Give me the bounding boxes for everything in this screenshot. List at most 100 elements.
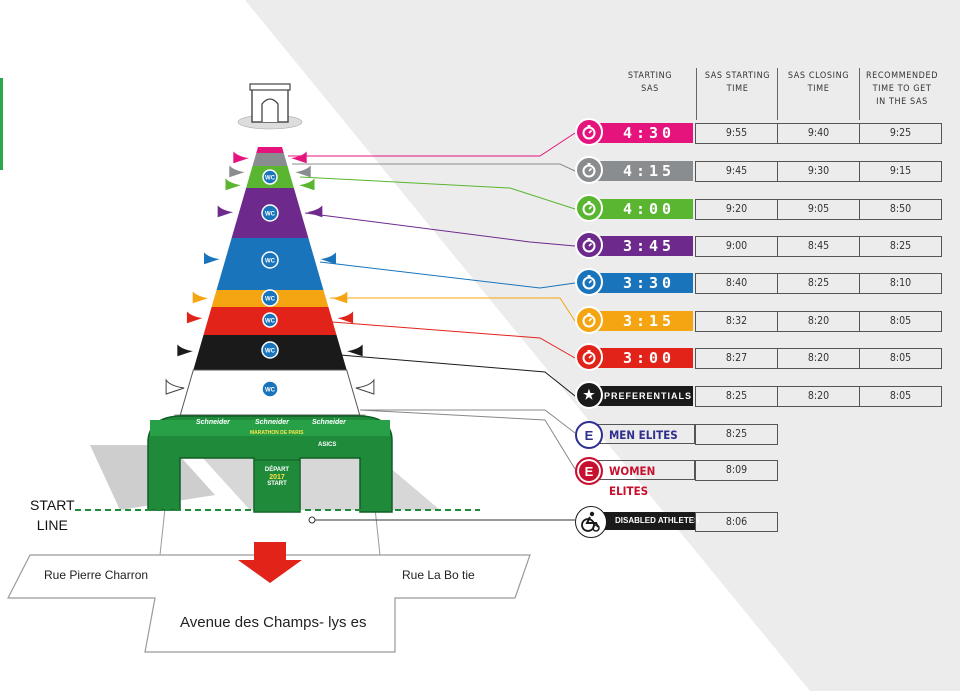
arch-center-line3: START (267, 481, 287, 487)
stopwatch-icon (575, 194, 603, 222)
sas-closing-time: 8:45 (778, 237, 860, 256)
wc-icon (262, 169, 278, 185)
street-left: Rue Pierre Charron (44, 568, 149, 582)
connector-line (304, 212, 576, 247)
entry-arrow-icon (329, 288, 349, 305)
entry-arrow-icon (185, 308, 205, 325)
wc-icon (261, 341, 279, 359)
entry-arrow-icon (289, 148, 308, 165)
stopwatch-icon (575, 343, 603, 371)
wc-label: WC (265, 297, 276, 303)
start-arch (147, 415, 393, 513)
connector-line (331, 321, 576, 359)
start-line-label-2: LINE (36, 517, 68, 533)
wc-label: WC (265, 388, 276, 394)
direction-arrow-icon (238, 542, 302, 583)
arch-brand-left: Schneider (196, 419, 230, 426)
header-sas-starting-time-1: SAS STARTING (704, 71, 771, 81)
men-elites-badge-icon: E (575, 421, 603, 449)
street-right: Rue La Bo tie (402, 568, 475, 582)
sas-label: 3:00 (587, 348, 693, 368)
connector-line (330, 297, 576, 322)
connector-line (359, 409, 576, 470)
sas-label: 3:15 (587, 311, 693, 331)
entry-arrow-icon (176, 341, 195, 358)
sas-closing-time: 9:05 (778, 200, 860, 219)
sas-start-time: 8:32 (696, 312, 778, 331)
sas-label: PREFERENTIALS (587, 386, 693, 406)
sas-start-time: 8:27 (696, 349, 778, 368)
sas-times: 9:55 9:40 9:25 (695, 123, 942, 144)
wc-icon (261, 380, 279, 398)
start-line-marker (308, 516, 316, 524)
sas-closing-time: 8:20 (778, 387, 860, 406)
header-starting-sas-1: STARTING (627, 71, 673, 81)
entry-arrow-icon (191, 288, 211, 305)
arch-center-line2: 2017 (269, 474, 285, 481)
entry-arrow-icon (228, 162, 247, 179)
start-line-label: START LINE (30, 495, 75, 535)
women-elites-badge-icon: E (575, 457, 603, 485)
sas-recommended-time: 8:05 (889, 352, 912, 364)
sas-recommended-time: 8:50 (889, 203, 912, 215)
header-sas-starting-time-2: TIME (726, 84, 749, 94)
entry-arrow-icon (293, 162, 312, 179)
header-sas-closing-time: SAS CLOSING TIME (781, 70, 856, 96)
arc-de-triomphe-icon (237, 83, 303, 130)
wheelchair-icon (575, 506, 607, 538)
entry-arrow-icon (296, 175, 316, 192)
stopwatch-icon (575, 268, 603, 296)
sas-times: 8:40 8:25 8:10 (695, 273, 942, 294)
arch-center-line1: DÉPART (264, 467, 290, 473)
header-sas-starting-time: SAS STARTING TIME (700, 70, 775, 96)
star-icon: ★ (575, 381, 603, 409)
connector-line (299, 176, 576, 210)
corridor-layer (252, 153, 288, 166)
wc-icon (262, 312, 278, 328)
entry-arrow-icon (216, 202, 236, 219)
entry-arrow-icon (224, 175, 244, 192)
header-recommended: RECOMMENDED TIME TO GET IN THE SAS (862, 70, 942, 109)
header-sas-closing-time-1: SAS CLOSING (787, 71, 850, 81)
connector-line (292, 163, 576, 172)
sas-label: 4:30 (587, 123, 693, 143)
header-recommended-1: RECOMMENDED (865, 71, 939, 81)
corridor-layer (256, 147, 284, 153)
sas-start-time: 9:45 (696, 162, 778, 181)
entry-arrow-icon (318, 249, 337, 266)
connector-line (360, 409, 576, 434)
wc-label: WC (265, 259, 276, 265)
sas-times: 8:25 8:20 8:05 (695, 386, 942, 407)
disabled-athletes-label: DISABLED ATHLETES (615, 516, 700, 525)
connector-line (319, 261, 576, 289)
street-main: Avenue des Champs- lys es (180, 614, 367, 631)
header-divider (696, 68, 697, 120)
wc-icon (261, 251, 279, 269)
disabled-athletes-time: 8:06 (695, 512, 778, 532)
men-elites-time: 8:25 (695, 424, 778, 445)
arch-center-start: DÉPART 2017 START (258, 467, 296, 488)
header-divider (859, 68, 860, 120)
entry-arrow-icon (345, 341, 364, 358)
sas-start-time: 9:00 (696, 237, 778, 256)
header-starting-sas-2: SAS (641, 84, 659, 94)
sas-start-time: 9:20 (696, 200, 778, 219)
wc-label: WC (265, 319, 276, 325)
stopwatch-icon (575, 306, 603, 334)
men-elites-label: MEN ELITES (589, 424, 695, 444)
wc-icon (261, 289, 279, 307)
sas-recommended-time: 8:25 (889, 240, 912, 252)
header-recommended-2: TIME TO GET (872, 84, 932, 94)
arch-event: MARATHON DE PARIS (250, 430, 304, 436)
entry-arrow-icon (355, 378, 375, 395)
sas-recommended-time: 8:10 (889, 277, 912, 289)
arch-sponsor: ASICS (318, 442, 337, 448)
stopwatch-icon (575, 231, 603, 259)
header-sas-closing-time-2: TIME (807, 84, 830, 94)
entry-arrow-icon (232, 148, 251, 165)
stopwatch-icon (575, 118, 603, 146)
sas-closing-time: 8:20 (778, 312, 860, 331)
